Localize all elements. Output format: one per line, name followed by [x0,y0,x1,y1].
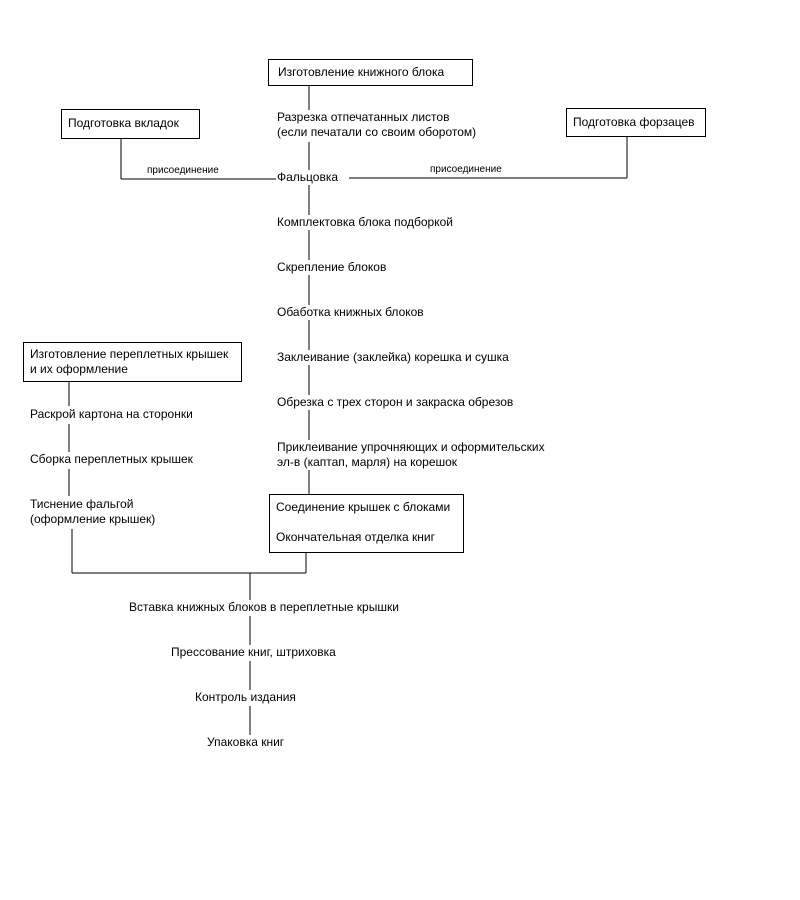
join-box-line2: Окончательная отделка книг [276,530,435,545]
endpapers-title: Подготовка форзацев [573,115,695,130]
step-processing-blocks: Обаботка книжных блоков [277,305,424,320]
main-title-box: Изготовление книжного блока [268,59,473,86]
step-cutting-note: (если печатали со своим оборотом) [277,125,477,140]
step-trimming: Обрезка с трех сторон и закраска обрезов [277,395,514,410]
step-gathering: Комплектовка блока подборкой [277,215,453,230]
inserts-title: Подготовка вкладок [68,116,179,131]
step-folding: Фальцовка [277,170,339,185]
step-packing: Упаковка книг [207,735,285,750]
endpapers-box: Подготовка форзацев [566,108,706,137]
step-quality-control: Контроль издания [195,690,296,705]
join-box-line1: Соединение крышек с блоками [276,500,451,515]
step-reinforcing: Приклеивание упрочняющих и оформительски… [277,440,545,455]
right-join-label: присоединение [430,164,502,176]
step-foil-stamping: Тиснение фальгой [30,497,134,512]
inserts-box: Подготовка вкладок [61,109,200,139]
main-title: Изготовление книжного блока [278,65,445,80]
step-gluing-spine: Заклеивание (заклейка) корешка и сушка [277,350,509,365]
step-cutting: Разрезка отпечатанных листов [277,110,450,125]
step-cover-assembly: Сборка переплетных крышек [30,452,193,467]
step-binding-blocks: Скрепление блоков [277,260,387,275]
step-cardboard-cutting: Раскрой картона на сторонки [30,407,193,422]
step-pressing: Прессование книг, штриховка [171,645,336,660]
step-casing-in: Вставка книжных блоков в переплетные кры… [129,600,399,615]
step-reinforcing-cont: эл-в (каптап, марля) на корешок [277,455,458,470]
step-foil-stamping-note: (оформление крышек) [30,512,156,527]
covers-title-line1: Изготовление переплетных крышек [30,347,229,362]
covers-box: Изготовление переплетных крышек и их офо… [23,342,242,382]
join-box: Соединение крышек с блоками Окончательна… [269,494,464,553]
left-join-label: присоединение [147,165,219,177]
covers-title-line2: и их оформление [30,362,128,377]
